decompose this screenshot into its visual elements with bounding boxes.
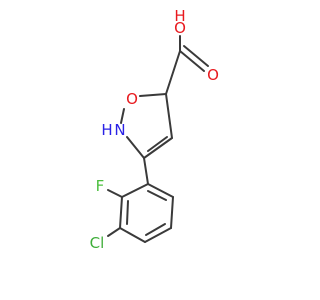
- bonds: [107, 35, 209, 243]
- bond-n2-c3: [126, 136, 145, 159]
- molecule-diagram: H O O O N H F Cl: [89, 7, 219, 252]
- bond-cooh-c5: [165, 50, 181, 95]
- chlorine-label: Cl: [90, 234, 105, 252]
- bond-c-o-double-a: [179, 50, 205, 72]
- bond-ph6-ph1: [147, 183, 174, 198]
- bond-ph1-ph2: [121, 183, 149, 198]
- hydroxyl-oxygen-label: O: [174, 19, 186, 37]
- bond-c4-c5: [165, 93, 173, 139]
- carbonyl-oxygen-label: O: [207, 66, 219, 84]
- bond-ph4-ph5: [144, 227, 172, 243]
- ring-oxygen-label: O: [126, 90, 138, 108]
- bond-c3-phenyl: [143, 157, 149, 185]
- bond-c3-c4-inner: [147, 136, 168, 152]
- bond-ph3-ph4: [119, 227, 146, 243]
- bond-ph6-ph1-inner: [147, 190, 167, 201]
- bond-o1-n2: [120, 108, 125, 124]
- bond-ph2-f: [107, 189, 123, 198]
- bond-c3-c4: [143, 137, 173, 159]
- bond-ph3-cl: [107, 227, 121, 237]
- bond-c5-o1: [139, 93, 167, 97]
- bond-ph2-ph3: [119, 196, 123, 229]
- bond-ph2-ph3-inner: [126, 200, 129, 225]
- bond-ph5-ph6: [170, 196, 174, 229]
- ring-nitrogen-label: N: [114, 121, 125, 139]
- fluorine-label: F: [96, 177, 105, 195]
- hydroxyl-hydrogen-label: H: [174, 7, 185, 25]
- bond-ph4-ph5-inner: [145, 223, 166, 236]
- nitrogen-hydrogen-label: H: [101, 121, 112, 139]
- structure-drawing: H O O O N H F Cl: [90, 7, 219, 252]
- bond-c-o-double-b: [183, 45, 209, 67]
- atom-labels: H O O O N H F Cl: [90, 7, 219, 252]
